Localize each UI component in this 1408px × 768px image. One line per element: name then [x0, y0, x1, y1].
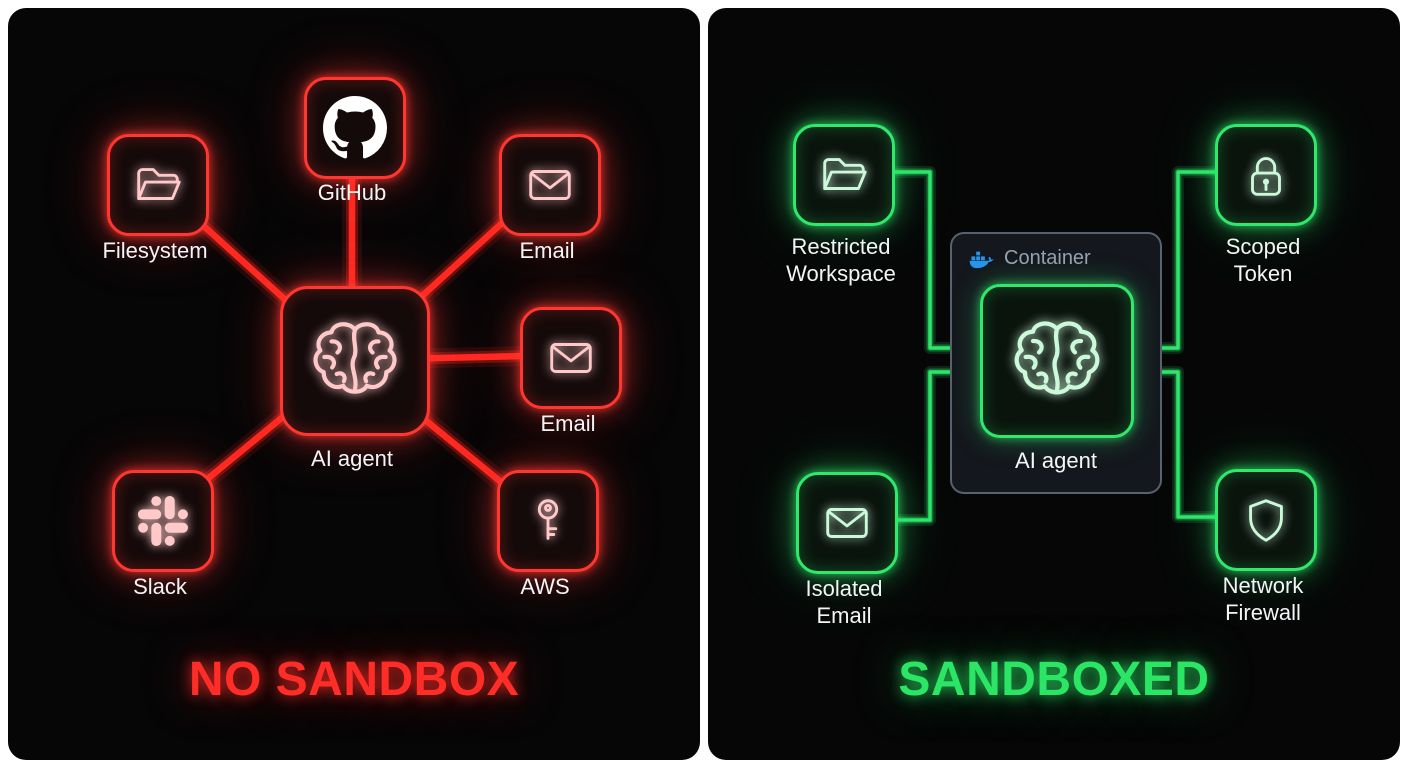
container-box: Container AI agent [950, 232, 1162, 494]
node-network-firewall-label: Network Firewall [1222, 573, 1304, 625]
container-header: Container [969, 247, 1160, 270]
red-connection-lines [145, 115, 578, 528]
ai-agent-node [980, 284, 1134, 438]
node-slack [112, 470, 214, 572]
brain-icon [308, 314, 402, 408]
node-email-right-label: Email [540, 411, 596, 436]
node-scoped-token-label: Scoped Token [1225, 234, 1301, 286]
ai-agent-label: AI agent [311, 446, 393, 471]
envelope-icon [544, 331, 598, 385]
node-slack-label: Slack [133, 574, 187, 599]
node-aws-label: AWS [520, 574, 570, 599]
node-restricted-workspace-label: Restricted Workspace [786, 234, 896, 286]
shield-icon [1239, 493, 1293, 547]
node-github-label: GitHub [317, 180, 387, 205]
node-email-right [520, 307, 622, 409]
folder-icon [817, 148, 871, 202]
node-filesystem [107, 134, 209, 236]
container-label: Container [1004, 247, 1091, 269]
no-sandbox-panel: GitHub Filesystem Email Email AWS Slack … [8, 8, 700, 760]
docker-icon [969, 249, 995, 269]
node-scoped-token [1215, 124, 1317, 226]
slack-icon [138, 496, 188, 546]
node-github [304, 77, 406, 179]
node-isolated-email-label: Isolated Email [805, 576, 883, 628]
node-email-top [499, 134, 601, 236]
node-restricted-workspace [793, 124, 895, 226]
github-icon [323, 96, 387, 160]
envelope-icon [820, 496, 874, 550]
ai-agent-node [280, 286, 430, 436]
lock-icon [1239, 148, 1293, 202]
sandboxed-title: SANDBOXED [898, 653, 1210, 706]
node-network-firewall [1215, 469, 1317, 571]
envelope-icon [523, 158, 577, 212]
no-sandbox-title: NO SANDBOX [188, 653, 520, 706]
ai-agent-label: AI agent [1015, 448, 1097, 473]
node-isolated-email [796, 472, 898, 574]
key-icon [521, 494, 575, 548]
node-filesystem-label: Filesystem [102, 238, 208, 263]
sandboxed-panel: Restricted Workspace Scoped Token Isolat… [708, 8, 1400, 760]
node-email-top-label: Email [519, 238, 575, 263]
brain-icon [1009, 313, 1105, 409]
node-aws [497, 470, 599, 572]
green-connection-lines [883, 166, 1221, 526]
folder-icon [131, 158, 185, 212]
